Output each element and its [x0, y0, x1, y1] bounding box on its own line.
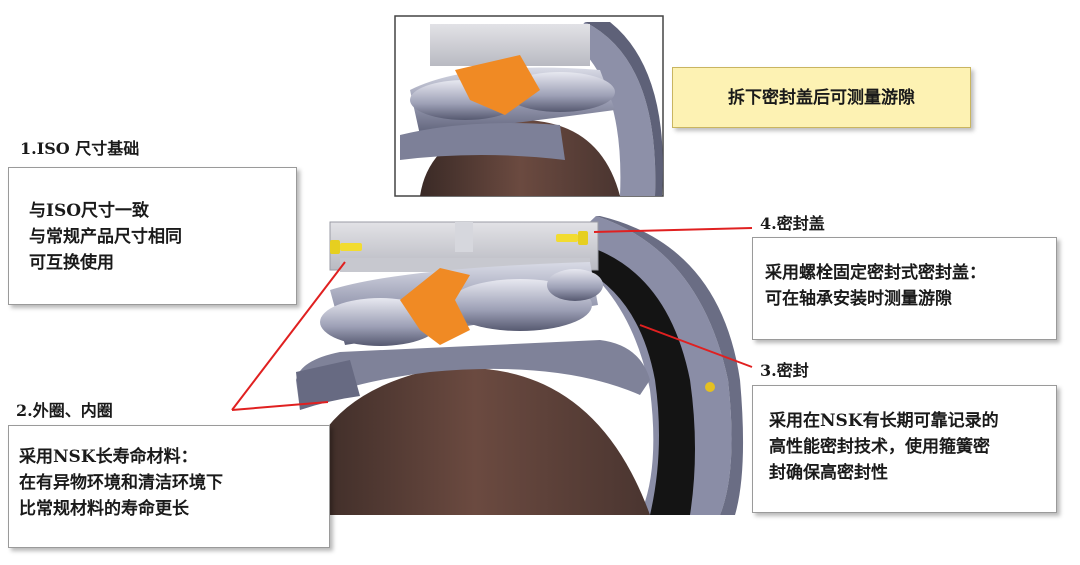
label-rings-box: 采用NSK长寿命材料： 在有异物环境和清洁环境下 比常规材料的寿命更长 [8, 425, 330, 548]
bolt-right-icon [556, 231, 588, 245]
label-rings-line-3: 比常规材料的寿命更长 [19, 499, 189, 519]
label-rings-title: 2.外圈、内圈 [16, 401, 113, 420]
leader-rings-to-cap [231, 261, 346, 411]
label-seal-line-3: 封确保高密封性 [769, 463, 888, 483]
main-bearing-image [296, 216, 744, 515]
leader-seal [639, 324, 753, 368]
label-cover-line-1: 采用螺栓固定密封式密封盖： [765, 263, 986, 283]
label-cover-title: 4.密封盖 [760, 214, 825, 233]
label-rings-line-2: 在有异物环境和清洁环境下 [19, 473, 223, 493]
label-seal-line-2: 高性能密封技术，使用箍簧密 [769, 437, 990, 457]
label-iso-box: 与ISO尺寸一致 与常规产品尺寸相同 可互换使用 [8, 167, 297, 305]
label-iso-title: 1.ISO 尺寸基础 [20, 139, 140, 158]
bolt-left-icon [330, 240, 362, 254]
label-cover-box: 采用螺栓固定密封式密封盖： 可在轴承安装时测量游隙 [752, 237, 1057, 340]
inset-cover-removed-image [394, 15, 664, 197]
label-rings-line-1: 采用NSK长寿命材料： [19, 447, 198, 467]
label-iso-line-2: 与常规产品尺寸相同 [29, 227, 182, 247]
leader-rings-to-inner-ring [231, 401, 329, 411]
leader-cover [593, 227, 753, 233]
callout-clearance-measurement: 拆下密封盖后可测量游隙 [672, 67, 971, 128]
leader-lines [231, 227, 753, 411]
label-iso-line-1: 与ISO尺寸一致 [29, 201, 150, 221]
label-seal-box: 采用在NSK有长期可靠记录的 高性能密封技术，使用箍簧密 封确保高密封性 [752, 385, 1057, 513]
label-seal-title: 3.密封 [760, 361, 809, 380]
label-cover-line-2: 可在轴承安装时测量游隙 [765, 289, 952, 309]
label-iso-line-3: 可互换使用 [29, 253, 114, 273]
label-seal-line-1: 采用在NSK有长期可靠记录的 [769, 411, 999, 431]
